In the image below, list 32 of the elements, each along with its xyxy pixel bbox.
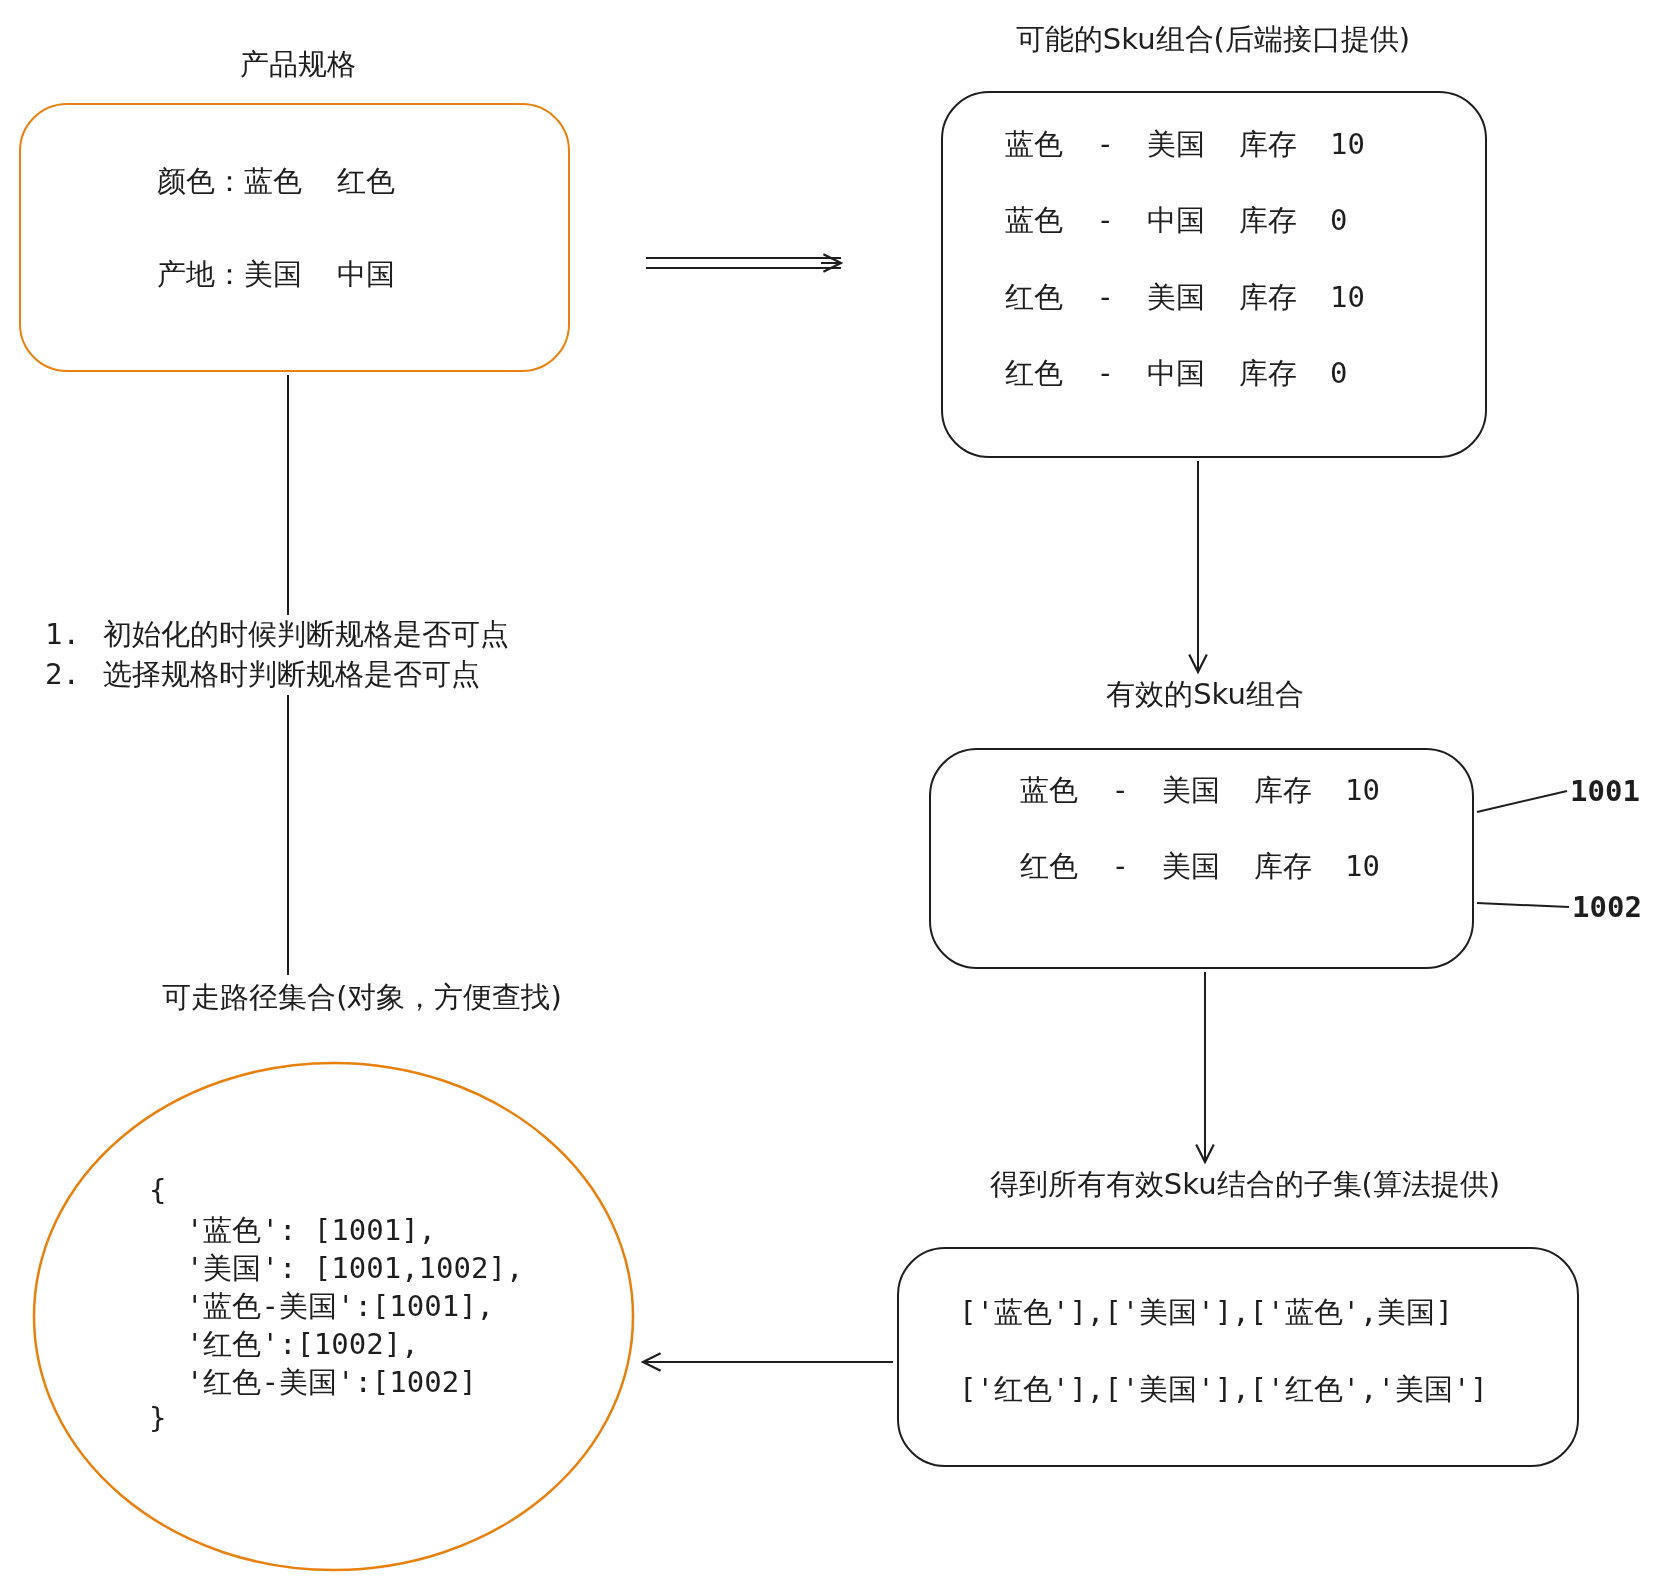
code-line: '美国': [1001,1002], (186, 1250, 524, 1287)
row-text: 蓝色 - 美国 库存 10 (1005, 126, 1366, 163)
row-text: 产地：美国 中国 (157, 256, 396, 293)
leader-line (1476, 902, 1570, 908)
note-text: 2. 选择规格时判断规格是否可点 (45, 655, 481, 695)
note-text: 1. 初始化的时候判断规格是否可点 (45, 615, 510, 655)
arrow (1188, 460, 1208, 674)
box-heading: 有效的Sku组合 (1106, 676, 1304, 713)
row-text: ['红色'],['美国'],['红色','美国'] (959, 1371, 1488, 1408)
box-heading: 产品规格 (240, 46, 356, 83)
box-heading: 得到所有有效Sku结合的子集(算法提供) (989, 1166, 1501, 1203)
id-label: 1001 (1570, 774, 1640, 808)
code-line: } (149, 1401, 167, 1435)
code-line: { (149, 1173, 167, 1207)
row-text: 红色 - 中国 库存 0 (1005, 355, 1348, 392)
row-text: 蓝色 - 美国 库存 10 (1020, 772, 1381, 809)
arrow (1195, 971, 1215, 1164)
row-text: 颜色：蓝色 红色 (157, 163, 396, 200)
leader-line (1476, 790, 1568, 813)
code-line: '蓝色': [1001], (186, 1212, 437, 1249)
box-heading: 可能的Sku组合(后端接口提供) (1015, 21, 1411, 58)
arrow (645, 253, 843, 273)
box-heading: 可走路径集合(对象，方便查找) (162, 979, 562, 1016)
code-line: '红色':[1002], (186, 1326, 419, 1363)
code-line: '红色-美国':[1002] (186, 1364, 477, 1401)
arrow (641, 1352, 894, 1372)
code-line: '蓝色-美国':[1001], (186, 1288, 495, 1325)
row-text: 蓝色 - 中国 库存 0 (1005, 202, 1348, 239)
id-label: 1002 (1572, 890, 1642, 924)
row-text: 红色 - 美国 库存 10 (1020, 848, 1381, 885)
row-text: ['蓝色'],['美国'],['蓝色',美国] (959, 1294, 1453, 1331)
row-text: 红色 - 美国 库存 10 (1005, 279, 1366, 316)
